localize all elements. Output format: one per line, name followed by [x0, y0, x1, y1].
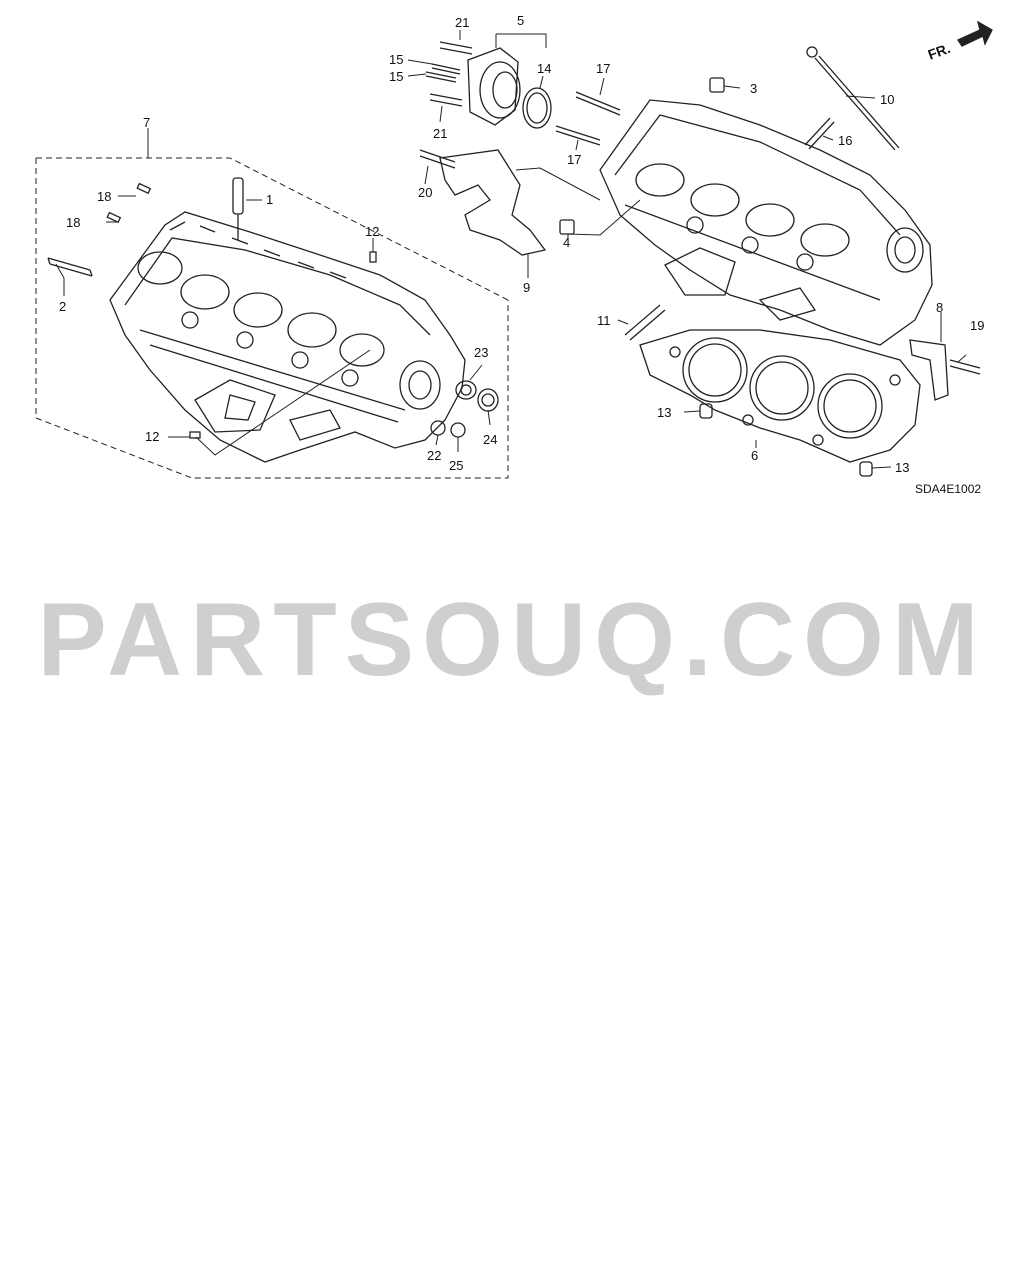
callout-15-lower: 15 — [389, 69, 403, 84]
callout-10: 10 — [880, 92, 894, 107]
part-11-stud — [624, 304, 666, 341]
part-9-bracket — [439, 149, 547, 256]
callout-13-right: 13 — [895, 460, 909, 475]
part-2-stud — [47, 257, 93, 277]
callout-22: 22 — [427, 448, 441, 463]
callout-12-upper: 12 — [365, 224, 379, 239]
watermark: PARTSOUQ.COM — [37, 582, 987, 698]
callout-11: 11 — [597, 313, 611, 328]
part-20-bolt — [419, 149, 456, 169]
part-5-thermostat-housing — [467, 47, 521, 126]
callout-18-lower: 18 — [66, 215, 80, 230]
callout-6: 6 — [751, 448, 758, 463]
cylinder-head-left — [109, 211, 466, 463]
callout-labels: 1 2 3 4 5 6 7 8 9 10 11 12 12 13 13 14 1… — [59, 13, 984, 496]
part-1-dowel — [232, 177, 244, 240]
callout-2: 2 — [59, 299, 66, 314]
part-3-4-sensors — [559, 77, 725, 235]
part-14-o-ring — [522, 87, 552, 129]
head-gasket — [639, 329, 921, 463]
callout-13-left: 13 — [657, 405, 671, 420]
callout-4: 4 — [563, 235, 570, 250]
callout-24: 24 — [483, 432, 497, 447]
callout-15-upper: 15 — [389, 52, 403, 67]
callout-21-upper: 21 — [455, 15, 469, 30]
callout-3: 3 — [750, 81, 757, 96]
front-direction-arrow-icon — [957, 20, 993, 47]
leader-lines — [55, 30, 967, 469]
part-16-stud — [804, 117, 835, 150]
assembly-box-7 — [35, 157, 509, 479]
callout-25: 25 — [449, 458, 463, 473]
callout-17-lower: 17 — [567, 152, 581, 167]
callout-21-lower: 21 — [433, 126, 447, 141]
part-19-bolt — [949, 359, 981, 375]
part-23-24-22-25-seals — [430, 380, 499, 438]
callout-1: 1 — [266, 192, 273, 207]
part-8-bracket — [909, 339, 949, 401]
diagram-code: SDA4E1002 — [915, 482, 981, 496]
part-18-pins — [106, 182, 152, 224]
part-17-studs — [555, 91, 621, 146]
callout-20: 20 — [418, 185, 432, 200]
part-12-pins — [189, 251, 377, 439]
callout-8: 8 — [936, 300, 943, 315]
callout-7: 7 — [143, 115, 150, 130]
callout-16: 16 — [838, 133, 852, 148]
callout-23: 23 — [474, 345, 488, 360]
callout-19: 19 — [970, 318, 984, 333]
callout-14: 14 — [537, 61, 551, 76]
callout-12-lower: 12 — [145, 429, 159, 444]
callout-18-upper: 18 — [97, 189, 111, 204]
cylinder-head-right — [599, 99, 933, 346]
callout-9: 9 — [523, 280, 530, 295]
callout-5: 5 — [517, 13, 524, 28]
part-10-dipstick — [806, 46, 900, 151]
part-15-21-bolts — [425, 41, 473, 107]
callout-17-upper: 17 — [596, 61, 610, 76]
front-direction-label: FR. — [926, 40, 953, 63]
